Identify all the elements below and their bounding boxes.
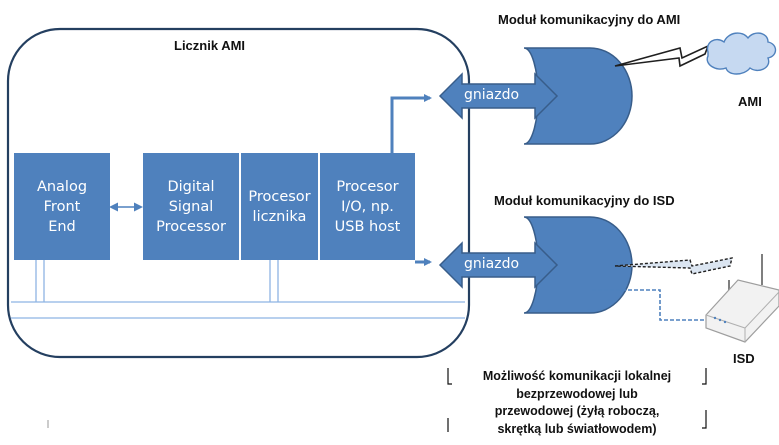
note-bracket: [447, 368, 707, 432]
isd-wireless-link: [614, 257, 733, 275]
isd-module-title: Moduł komunikacyjny do ISD: [494, 193, 675, 208]
note-line: skrętką lub światłowodem): [497, 421, 657, 436]
ami-module-title: Moduł komunikacyjny do AMI: [498, 12, 681, 27]
digital-signal-processor-block: Digital Signal Processor: [143, 153, 239, 260]
ami-module-shape: [523, 47, 633, 145]
dsp-label: Digital Signal Processor: [156, 178, 226, 235]
ami-cloud-icon: [706, 32, 777, 75]
analog-front-end-block: Analog Front End: [14, 153, 110, 260]
meter-title: Licznik AMI: [174, 38, 246, 53]
io-to-ami-socket-arrow: [365, 94, 432, 158]
note-line: bezprzewodowej lub: [516, 386, 638, 401]
ami-socket-label: gniazdo: [464, 87, 520, 103]
isd-wired-link: [592, 289, 722, 321]
isd-socket-arrow: [438, 241, 559, 289]
isd-module-shape: [523, 216, 633, 314]
analog-front-end-label: Analog Front End: [36, 178, 88, 235]
ami-socket-arrow: [438, 72, 559, 120]
isd-router-icon: [705, 254, 779, 343]
ami-wireless-link: [614, 44, 710, 68]
note-line: przewodowej (żyłą roboczą,: [494, 404, 660, 418]
ami-endpoint-label: AMI: [738, 94, 762, 109]
note-line: Możliwość komunikacji lokalnej: [482, 369, 672, 383]
isd-socket-label: gniazdo: [464, 256, 520, 272]
meter-processor-block: Procesor licznika: [241, 153, 318, 260]
meter-processor-label: Procesor licznika: [248, 188, 311, 225]
meter-enclosure: [6, 27, 471, 359]
io-processor-block: Procesor I/O, np. USB host: [320, 153, 415, 260]
local-communication-note: Możliwość komunikacji lokalnej bezprzewo…: [448, 368, 706, 438]
isd-endpoint-label: ISD: [733, 351, 755, 366]
io-processor-label: Procesor I/O, np. USB host: [334, 178, 401, 235]
internal-bus: [11, 256, 465, 319]
